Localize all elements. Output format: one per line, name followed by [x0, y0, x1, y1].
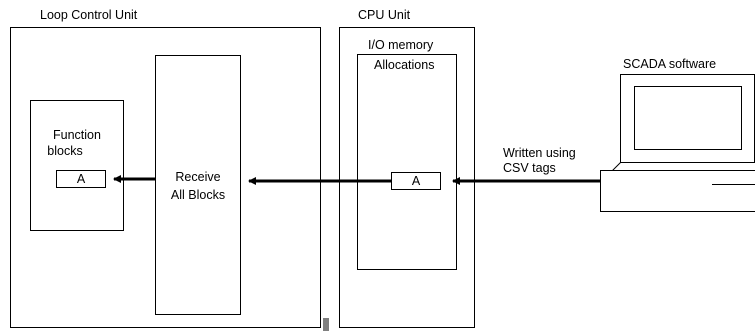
computer-case	[600, 170, 755, 212]
receive-label-line2: All Blocks	[170, 188, 226, 202]
allocations-label: Allocations	[374, 58, 435, 72]
written-using-line2: CSV tags	[503, 161, 556, 175]
monitor-base	[611, 162, 755, 171]
allocation-block-a-label: A	[411, 174, 421, 188]
allocation-block-a	[391, 172, 441, 190]
monitor-screen	[634, 86, 742, 150]
loop-control-unit-title: Loop Control Unit	[40, 8, 138, 22]
function-block-a-label: A	[76, 172, 86, 186]
function-blocks-label-line2: blocks	[47, 144, 83, 158]
written-using-line1: Written using	[503, 146, 576, 160]
cpu-unit-title: CPU Unit	[358, 8, 411, 22]
scada-title: SCADA software	[623, 57, 717, 71]
gray-bar	[323, 318, 329, 331]
receive-all-blocks-box	[155, 55, 241, 315]
io-memory-label: I/O memory	[368, 38, 434, 52]
function-block-a	[56, 170, 106, 188]
function-blocks-box	[30, 100, 124, 231]
scada-computer-icon	[600, 74, 755, 212]
function-blocks-label-line1: Function	[53, 128, 101, 142]
allocations-box	[357, 54, 457, 270]
receive-label-line1: Receive	[175, 170, 221, 184]
